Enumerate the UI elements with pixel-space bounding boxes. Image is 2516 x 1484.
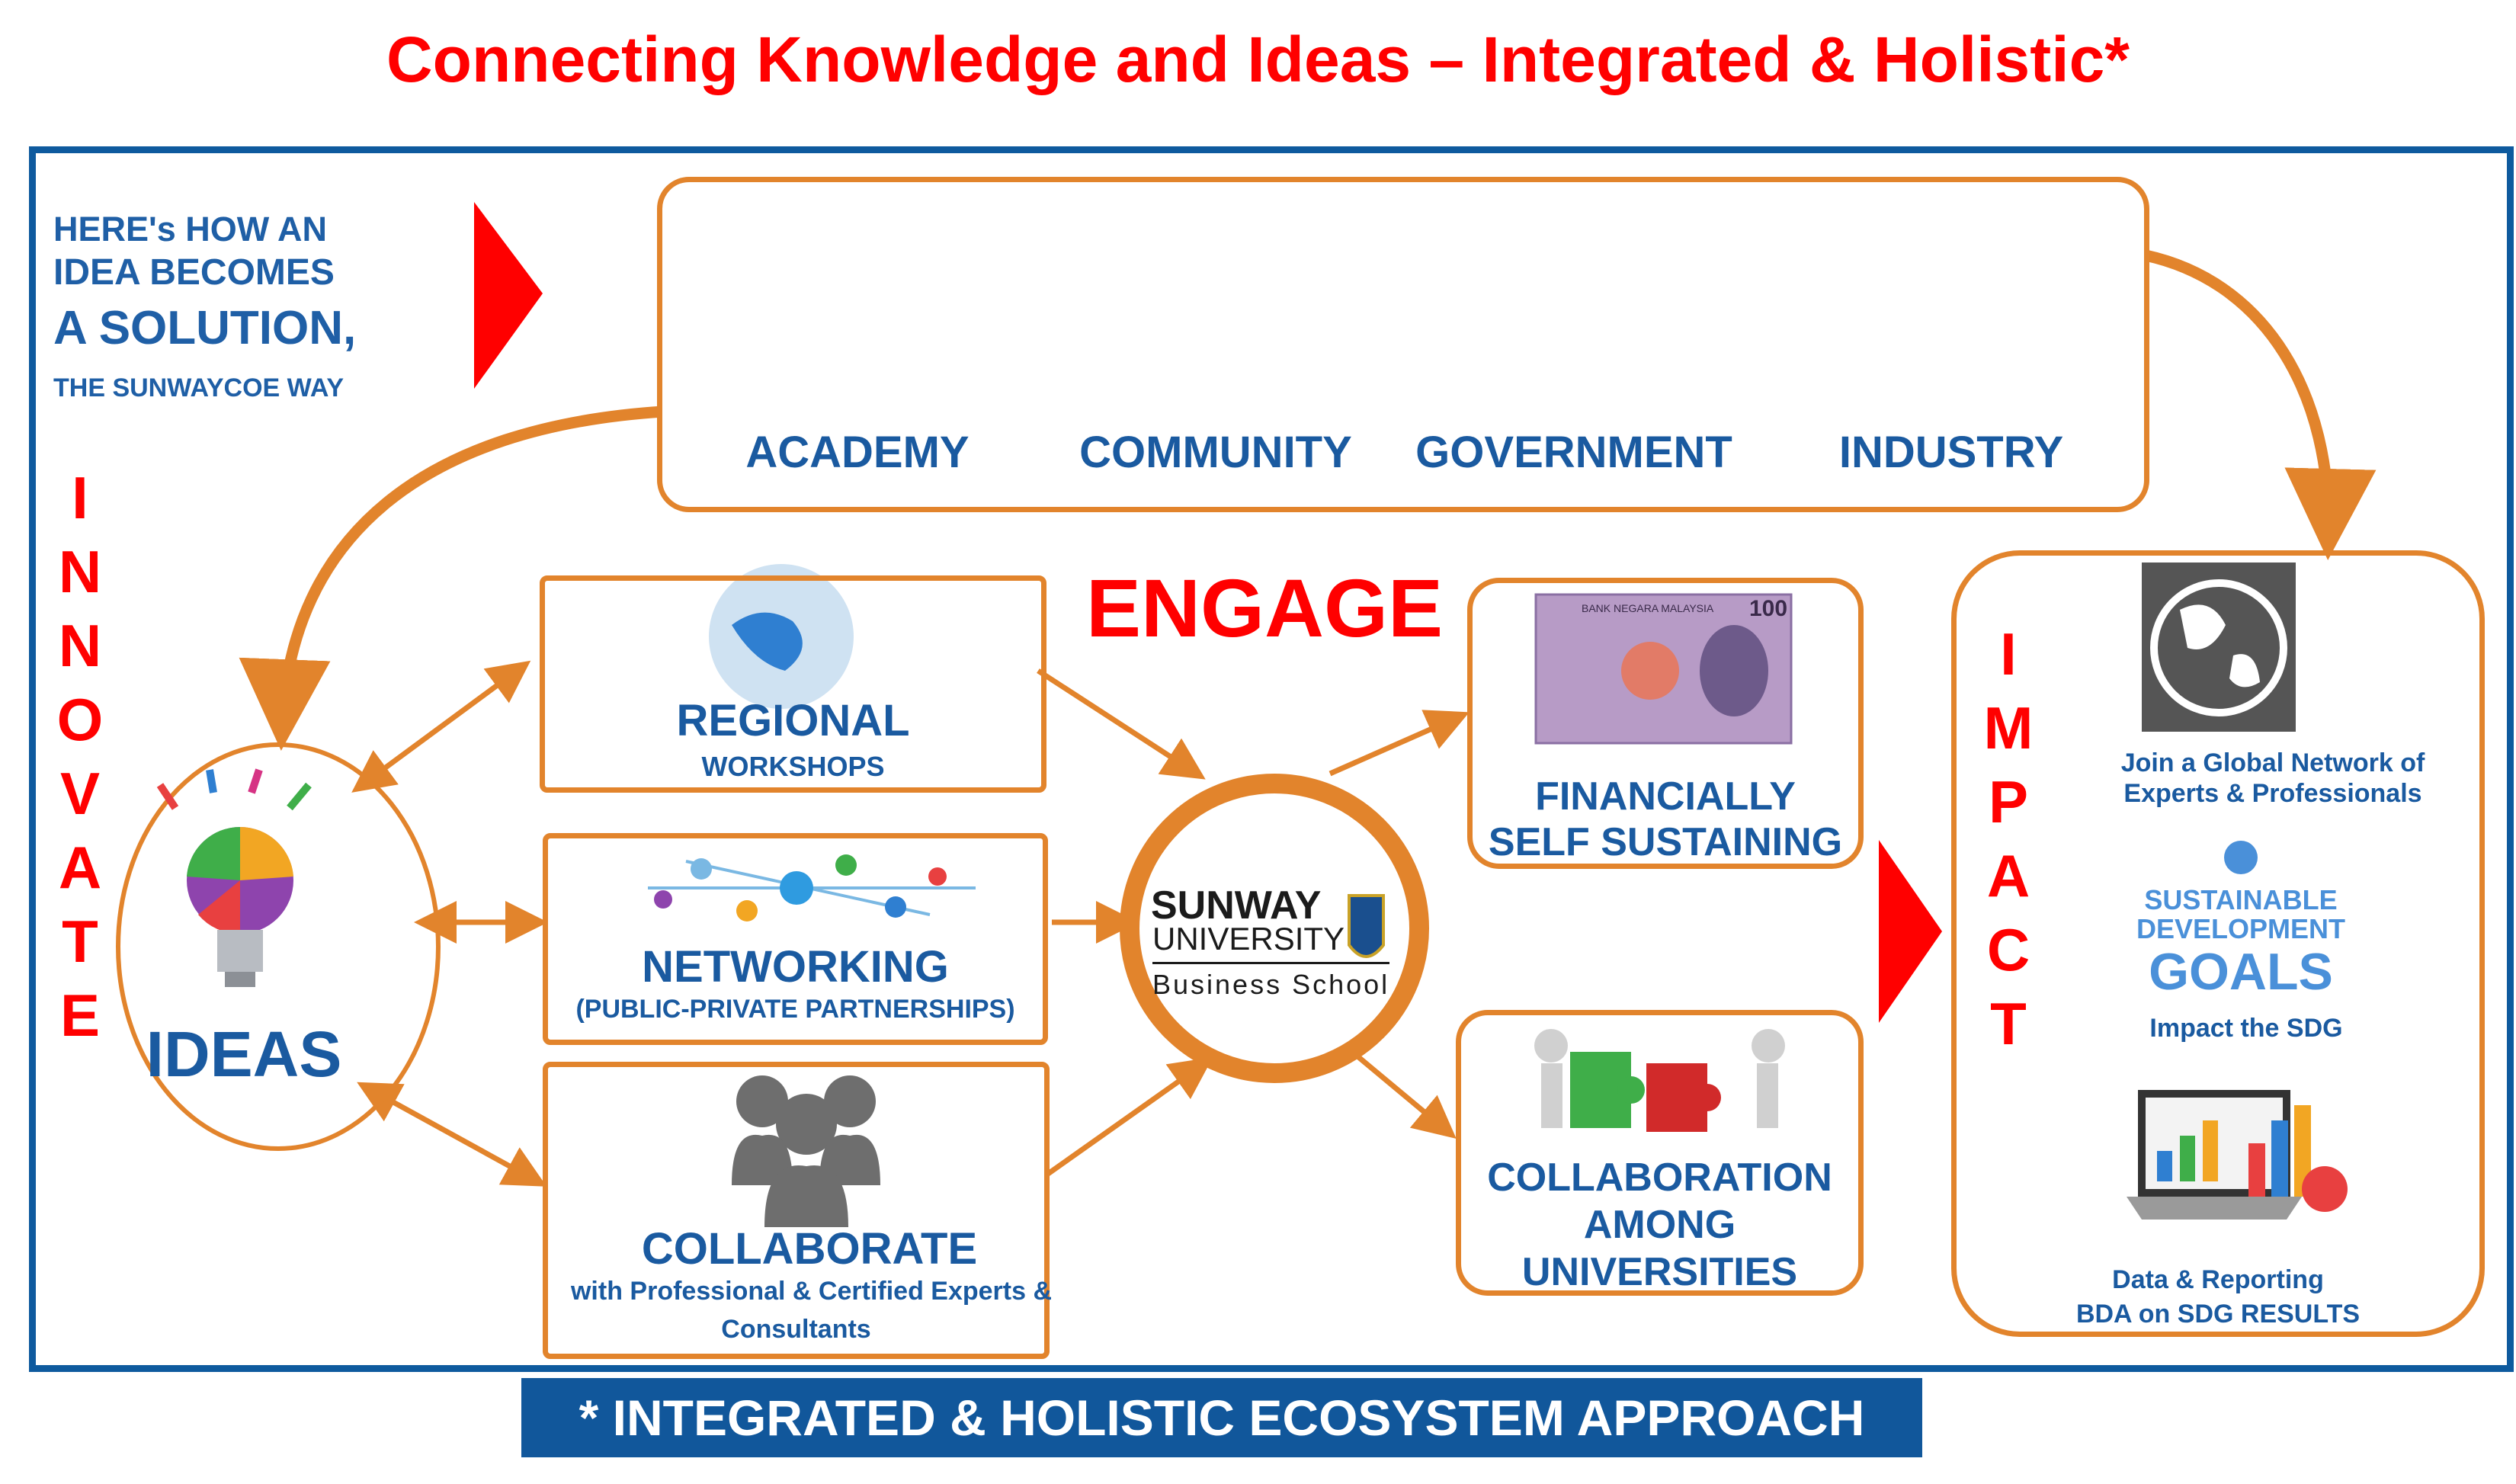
innovate-letter: N (58, 538, 102, 605)
impact-letter: M (1983, 694, 2034, 761)
financial-box (1467, 578, 1864, 869)
impact-global-line-2: Experts & Professionals (2123, 779, 2422, 808)
sdg-logo-line-3: GOALS (2149, 943, 2333, 1001)
intro-line-1: HERE's HOW AN (53, 210, 328, 248)
regional-title: REGIONAL (676, 696, 910, 745)
engage-label: ENGAGE (1086, 562, 1444, 654)
arrow-collaborate-center (1046, 1056, 1213, 1176)
arrow-ideas-collaborate (357, 1082, 547, 1187)
impact-data-line-1: Data & Reporting (2112, 1265, 2324, 1294)
laptop-chart-icon (2127, 1090, 2348, 1220)
impact-sdg-label: Impact the SDG (2149, 1014, 2343, 1043)
regional-box (540, 575, 1046, 793)
center-line-2: UNIVERSITY (1152, 921, 1345, 957)
innovate-letter: T (62, 908, 98, 975)
collab-universities-box (1456, 1010, 1864, 1296)
red-arrow-impact (1879, 840, 1942, 1023)
innovate-vertical-text: I N N O V A T E (46, 461, 114, 1053)
stakeholder-label-community: COMMUNITY (1079, 428, 1352, 477)
collab-univ-line-1: COLLABORATION (1487, 1155, 1832, 1200)
collaborate-box (543, 1062, 1050, 1359)
ideas-circle (116, 742, 441, 1151)
lightbulb-icon (156, 768, 312, 987)
center-line-3: Business School (1152, 962, 1390, 1001)
arrow-regional-center (1037, 668, 1206, 780)
people-group-icon (732, 1075, 880, 1227)
impact-vertical-text: I M P A C T (1974, 617, 2043, 1061)
stakeholder-label-government: GOVERNMENT (1415, 428, 1732, 477)
impact-letter: A (1986, 842, 2030, 909)
collaborate-line-2: Consultants (721, 1315, 871, 1344)
diagram-frame (29, 146, 2514, 1372)
intro-line-3: A SOLUTION, (53, 302, 357, 354)
collaborate-line-1: with Professional & Certified Experts & (570, 1277, 1053, 1306)
center-circle (1120, 774, 1429, 1083)
intro-line-2: IDEA BECOMES (53, 252, 335, 293)
networking-subtitle: (PUBLIC-PRIVATE PARTNERSHIPS) (575, 995, 1015, 1024)
arrow-stakeholders-to-impact (2144, 249, 2377, 560)
networking-title: NETWORKING (642, 942, 949, 992)
network-nodes-icon (648, 854, 976, 921)
impact-letter: I (2000, 620, 2017, 688)
impact-box (1951, 550, 2485, 1337)
globe-icon (709, 564, 854, 709)
banknote-icon (1534, 593, 1793, 745)
arrow-center-collab (1354, 1053, 1457, 1139)
arrow-ideas-regional (351, 660, 531, 793)
intro-line-4: THE SUNWAYCOE WAY (53, 373, 345, 402)
page-title: Connecting Knowledge and Ideas – Integra… (386, 24, 2130, 95)
arrow-center-financial (1329, 710, 1470, 777)
stakeholder-label-industry: INDUSTRY (1838, 428, 2064, 477)
collab-univ-line-2: AMONG (1583, 1203, 1736, 1247)
sdg-logo-line-2: DEVELOPMENT (2136, 913, 2346, 944)
arrow-stakeholders-to-ideas (239, 405, 664, 751)
impact-global-line-1: Join a Global Network of (2120, 748, 2425, 777)
sdg-logo-line-1: SUSTAINABLE (2144, 884, 2338, 915)
world-globe-icon (2142, 563, 2296, 732)
stakeholder-label-academy: ACADEMY (745, 428, 970, 477)
innovate-letter: A (58, 834, 102, 901)
financial-line-2: SELF SUSTAINING (1488, 820, 1843, 864)
innovate-letter: O (56, 686, 104, 753)
impact-letter: P (1988, 768, 2029, 835)
un-emblem-icon (2224, 841, 2258, 874)
banknote-text: BANK NEGARA MALAYSIA (1582, 602, 1714, 614)
center-line-1: SUNWAY (1151, 883, 1322, 928)
innovate-letter: I (72, 464, 88, 531)
stakeholders-box (657, 177, 2149, 512)
red-arrow-top (474, 202, 543, 389)
innovate-letter: V (59, 760, 101, 827)
impact-letter: T (1990, 990, 2027, 1057)
ideas-label: IDEAS (146, 1018, 342, 1090)
collab-univ-line-3: UNIVERSITIES (1521, 1250, 1798, 1294)
collaborate-title: COLLABORATE (641, 1224, 978, 1274)
impact-data-line-2: BDA on SDG RESULTS (2075, 1300, 2361, 1329)
innovate-letter: E (59, 982, 101, 1049)
networking-box (543, 833, 1048, 1045)
impact-letter: C (1986, 916, 2030, 983)
financial-line-1: FINANCIALLY (1535, 774, 1796, 819)
innovate-letter: N (58, 612, 102, 679)
bottom-banner: * INTEGRATED & HOLISTIC ECOSYSTEM APPROA… (521, 1378, 1922, 1457)
sunway-crest-icon (1348, 894, 1385, 958)
banknote-value: 100 (1749, 596, 1788, 621)
regional-subtitle: WORKSHOPS (701, 751, 885, 782)
puzzle-icon (1534, 1029, 1785, 1132)
